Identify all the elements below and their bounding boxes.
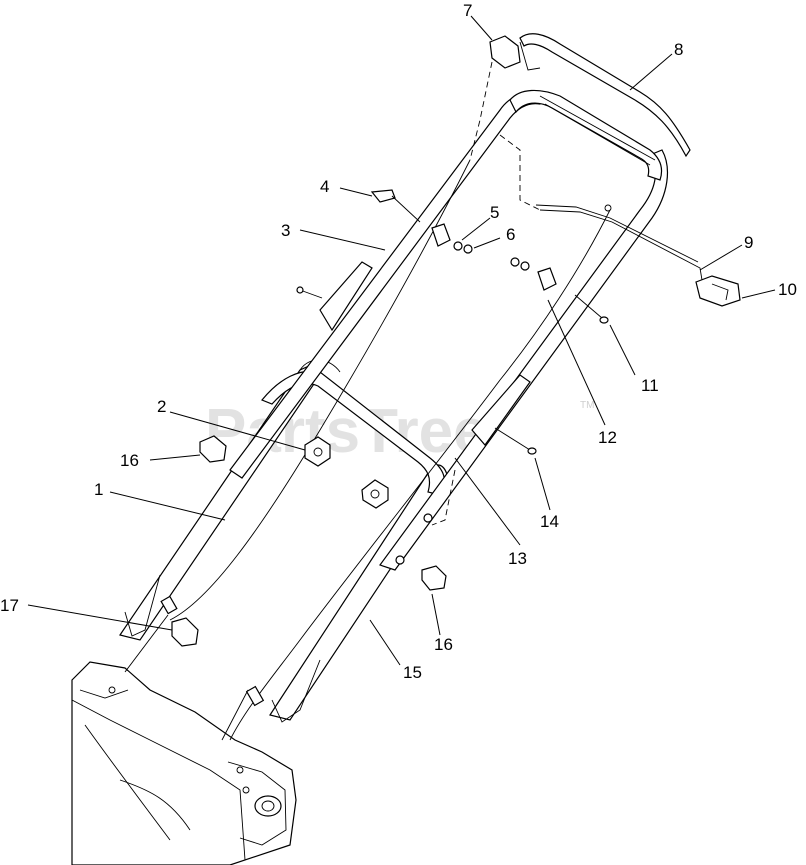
callout-14: 14 [540, 512, 559, 531]
screw-left-head [296, 286, 304, 294]
callout-17: 17 [0, 596, 19, 615]
bolt-head [599, 316, 609, 324]
cable-route-dashed-mid [499, 134, 541, 211]
callout-5: 5 [490, 203, 499, 222]
handle-clip-right [421, 565, 447, 591]
callout-1: 1 [94, 480, 103, 499]
callout-4: 4 [320, 177, 329, 196]
cable-ferrule-right [245, 685, 265, 707]
leader-lines [27, 15, 776, 666]
cable-bracket-right [537, 267, 557, 291]
screw-left [299, 289, 323, 299]
washer-right [510, 257, 520, 267]
shift-knob [695, 275, 741, 307]
callout-2: 2 [157, 397, 166, 416]
cable-bracket-left [431, 223, 451, 247]
callout-11: 11 [641, 376, 659, 395]
callout-16-left: 16 [120, 451, 139, 470]
lower-handle-right [269, 464, 449, 723]
nut-right [520, 261, 530, 271]
cable-route-dashed-low [431, 469, 456, 526]
cable-clip [171, 617, 199, 647]
callout-12: 12 [598, 428, 617, 447]
throttle-lever [370, 189, 396, 203]
handle-knob-right [361, 479, 389, 509]
drive-cable [229, 209, 611, 741]
upper-top-bar [509, 89, 663, 181]
cable-ferrule-left [160, 595, 178, 615]
top-bar-bail-rail [539, 95, 656, 166]
callout-10: 10 [778, 280, 797, 299]
callout-3: 3 [281, 221, 290, 240]
nut [463, 244, 473, 254]
callout-13: 13 [508, 549, 527, 568]
handle-knob-left [304, 436, 331, 467]
callout-labels: 7 8 4 5 6 3 9 10 11 12 2 16 1 14 13 17 1… [0, 1, 797, 682]
cable-end-left [124, 614, 169, 673]
callout-9: 9 [744, 233, 753, 252]
bolt-shank [574, 294, 603, 319]
callout-16-right: 16 [434, 635, 453, 654]
bail-lever [519, 33, 691, 158]
bail-control-connector [489, 35, 521, 69]
shift-rod [535, 204, 703, 281]
washer [453, 241, 463, 251]
mower-housing [71, 661, 297, 865]
callout-7: 7 [463, 1, 472, 20]
handle-bolt-lower [395, 555, 405, 565]
upper-handle-right [379, 149, 669, 571]
callout-8: 8 [674, 40, 683, 59]
callout-15: 15 [403, 663, 422, 682]
throttle-cable [169, 159, 471, 621]
throttle-lever-link [391, 195, 421, 223]
cable-end-right [221, 689, 249, 741]
watermark-trademark: TM [580, 400, 594, 411]
pin-head [527, 447, 537, 455]
pin-shank [494, 427, 531, 451]
callout-6: 6 [506, 225, 515, 244]
handle-clip-left [199, 435, 227, 463]
handle-bolt-right [423, 513, 433, 523]
